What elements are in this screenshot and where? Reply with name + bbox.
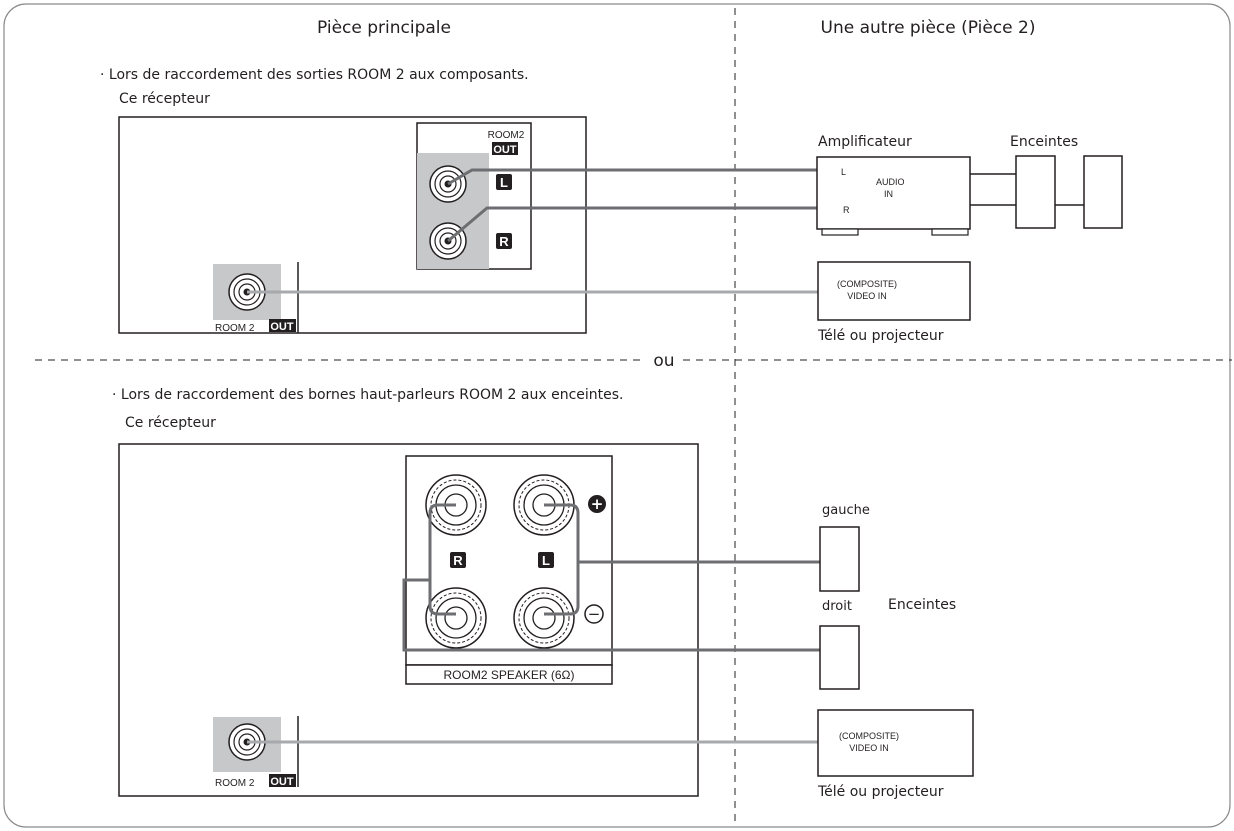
- top-tv-line2: VIDEO IN: [847, 291, 887, 301]
- bottom-cable-left-speaker: [428, 503, 820, 616]
- bottom-receiver-label: Ce récepteur: [125, 415, 216, 431]
- bottom-tv-line2: VIDEO IN: [849, 743, 889, 753]
- bottom-tv-label: Télé ou projecteur: [817, 784, 944, 800]
- plus-icon: [588, 495, 606, 513]
- speaker-panel-label-strip: [405, 664, 613, 685]
- bottom-tv-line1: (COMPOSITE): [839, 731, 899, 741]
- terminal-l-badge: [538, 552, 554, 568]
- terminal-r-label: R: [453, 553, 463, 568]
- minus-icon: [584, 604, 604, 624]
- top-jack-r-badge: [496, 233, 512, 249]
- header-main-room: Pièce principale: [317, 18, 451, 38]
- top-tv-label: Télé ou projecteur: [817, 328, 944, 344]
- amp-in-label: IN: [884, 189, 893, 199]
- terminal-r-badge: [450, 552, 466, 568]
- bottom-cable-right-speaker: [402, 578, 820, 652]
- top-jack-l-label: L: [500, 175, 508, 190]
- top-video-out-badge: [269, 319, 296, 332]
- minus-label: −: [588, 605, 601, 623]
- terminal-l-label: L: [542, 553, 550, 568]
- amp-r-label: R: [843, 205, 850, 215]
- bottom-video-room-label: ROOM 2: [215, 778, 255, 789]
- bottom-caption: · Lors de raccordement des bornes haut-p…: [112, 387, 624, 403]
- top-tv-line1: (COMPOSITE): [837, 279, 897, 289]
- top-panel-out-badge: [492, 142, 518, 155]
- amp-title: Amplificateur: [818, 134, 912, 150]
- top-speaker-right: [1083, 155, 1123, 229]
- top-panel-out-label: OUT: [493, 144, 517, 156]
- amp-foot-right: [931, 228, 969, 236]
- speaker-left-label: gauche: [822, 503, 870, 518]
- top-cable-l: [447, 168, 830, 186]
- amp-box: [816, 156, 971, 230]
- top-speakers-title: Enceintes: [1010, 134, 1078, 150]
- top-video-room-label: ROOM 2: [215, 323, 255, 334]
- top-cable-r: [447, 206, 830, 243]
- top-jack-r-label: R: [499, 234, 509, 249]
- top-receiver-label: Ce récepteur: [119, 91, 210, 107]
- bottom-tv-box: [817, 709, 974, 777]
- speaker-left-box: [819, 526, 860, 592]
- top-panel-room-label: ROOM2: [488, 130, 525, 141]
- top-video-out-label: OUT: [270, 321, 294, 333]
- top-caption: · Lors de raccordement des sorties ROOM …: [100, 67, 529, 83]
- amp-l-label: L: [841, 167, 846, 177]
- amp-foot-left: [821, 228, 859, 236]
- terminal-r-minus: [425, 587, 487, 649]
- terminal-l-minus: [513, 587, 575, 649]
- amp-audio-label: AUDIO: [876, 177, 905, 187]
- plus-label: +: [591, 495, 604, 513]
- top-jack-l-badge: [496, 174, 512, 190]
- bottom-speakers-title: Enceintes: [888, 597, 956, 613]
- top-speaker-left: [1015, 155, 1056, 229]
- top-tv-box: [817, 261, 971, 321]
- bottom-video-out-label: OUT: [270, 776, 294, 788]
- bottom-video-out-badge: [269, 774, 296, 787]
- header-other-room: Une autre pièce (Pièce 2): [821, 18, 1036, 38]
- speaker-right-label: droit: [822, 599, 852, 614]
- separator-or: ou: [653, 351, 674, 371]
- speaker-panel-label: ROOM2 SPEAKER (6Ω): [444, 668, 575, 682]
- speaker-right-box: [819, 625, 860, 690]
